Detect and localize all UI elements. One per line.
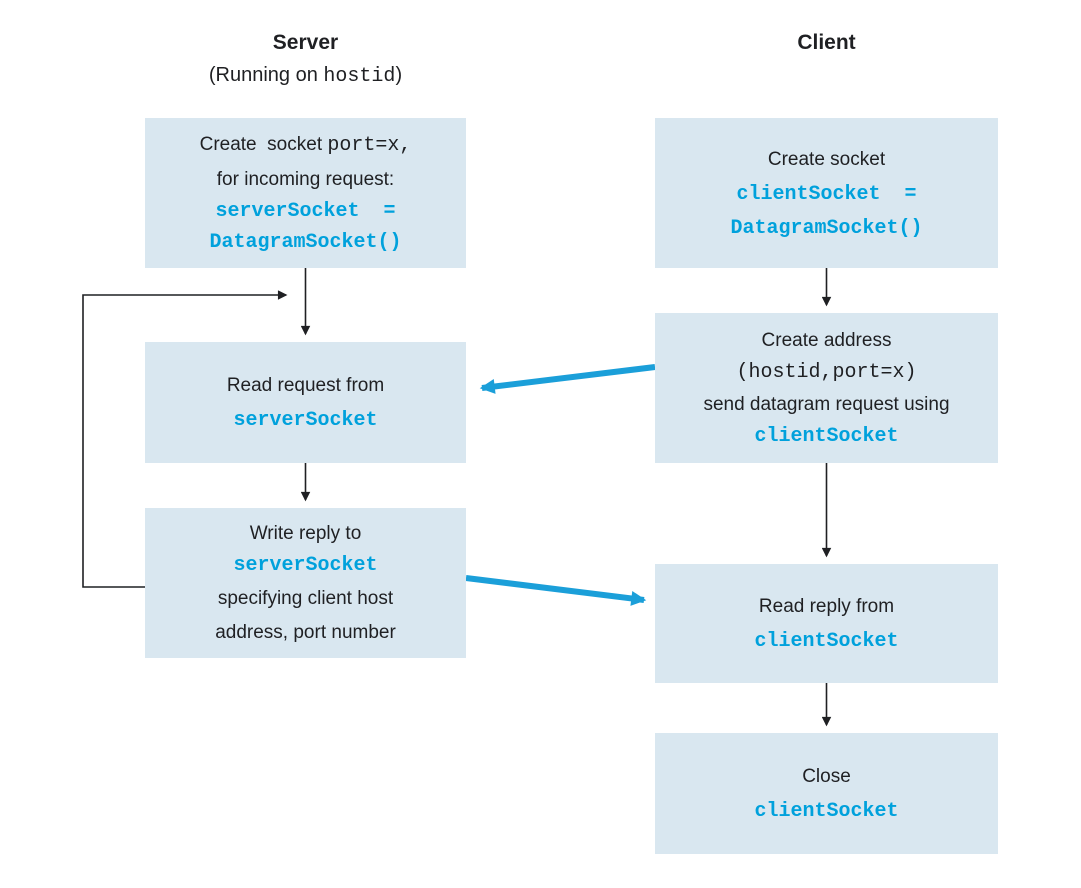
client-address-line1: Create address xyxy=(761,330,892,351)
client-create-code1: clientSocket = xyxy=(736,182,917,206)
server-create-line1-code: port=x, xyxy=(327,134,412,157)
server-write-line3: address, port number xyxy=(215,622,396,643)
client-read-code1: clientSocket xyxy=(754,630,899,653)
server-subtitle-open: (Running on xyxy=(208,64,324,86)
client-close-code1: clientSocket xyxy=(754,800,899,823)
client-create-code2: DatagramSocket() xyxy=(730,216,923,240)
server-box-read-request: Read request from serverSocket xyxy=(145,342,466,463)
client-create-line1: Create socket xyxy=(767,148,886,170)
server-read-line1: Read request from xyxy=(226,375,385,396)
server-subtitle-hostid: hostid xyxy=(323,65,396,88)
client-address-line2: send datagram request using xyxy=(703,394,950,415)
client-address-code1: clientSocket xyxy=(754,425,899,448)
server-box-create-socket: Create socket port=x, for incoming reque… xyxy=(145,118,466,268)
server-subtitle-close: ) xyxy=(395,64,403,86)
server-create-line1-text: Create socket xyxy=(199,134,328,155)
server-write-line2: specifying client host xyxy=(217,588,394,609)
server-create-code1: serverSocket = xyxy=(215,200,396,223)
arrow-request-client-to-server xyxy=(479,364,656,394)
client-address-mono1: (hostid,port=x) xyxy=(736,361,917,384)
server-read-code1: serverSocket xyxy=(233,409,378,432)
arrow-server-loop-back xyxy=(82,290,288,588)
server-create-line1: Create socket port=x, xyxy=(200,129,412,161)
client-close-line1: Close xyxy=(802,766,851,787)
server-write-code1: serverSocket xyxy=(233,554,378,577)
arrow-reply-server-to-client xyxy=(465,575,647,606)
server-create-code2: DatagramSocket() xyxy=(209,231,402,254)
client-box-create-address: Create address (hostid,port=x) send data… xyxy=(655,313,998,463)
server-column-title: Server xyxy=(272,31,339,54)
client-box-read-reply: Read reply from clientSocket xyxy=(655,564,998,683)
client-column-title: Client xyxy=(797,31,856,54)
client-read-line1: Read reply from xyxy=(758,596,895,617)
client-box-create-socket: Create socket clientSocket = DatagramSoc… xyxy=(655,118,998,268)
server-write-line1: Write reply to xyxy=(249,523,362,544)
server-column-subtitle: (Running on hostid) xyxy=(145,64,466,88)
server-box-write-reply: Write reply to serverSocket specifying c… xyxy=(145,508,466,658)
client-box-close: Close clientSocket xyxy=(655,733,998,854)
server-create-line2: for incoming request: xyxy=(216,169,395,190)
